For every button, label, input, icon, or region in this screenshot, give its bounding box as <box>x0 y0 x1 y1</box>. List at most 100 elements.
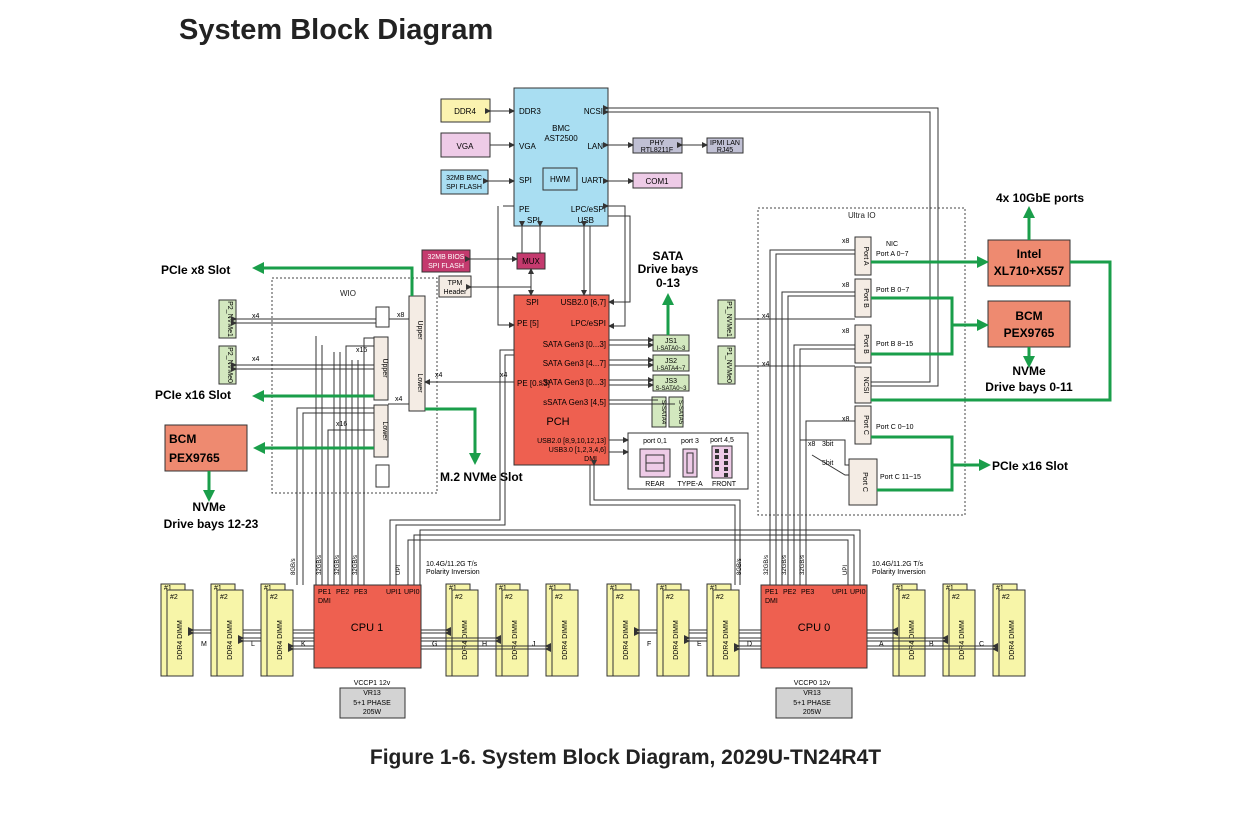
pch-sata2: SATA Gen3 [4...7] <box>543 359 606 368</box>
uio-port-b1-label: Port B <box>862 288 869 308</box>
vga-label: VGA <box>457 142 475 151</box>
wio-title: WIO <box>340 289 356 298</box>
wio-x4e: x4 <box>500 372 508 379</box>
dimm-type-label: DDR4 DIMM <box>959 620 966 660</box>
bmc-chip <box>513 87 609 227</box>
wio-riser-group <box>271 277 438 494</box>
m2-nvme-slot-label: M.2 NVMe Slot <box>440 470 523 484</box>
cpu1-vr2: VR13 <box>363 690 381 697</box>
cpu0-pe1: PE1 <box>765 589 778 596</box>
cpu0-vr4: 205W <box>803 709 822 716</box>
cpu0-bw3: 32GB/s <box>782 555 788 575</box>
pch-usb2: USB2.0 [6,7] <box>561 298 606 307</box>
dimm-type-label: DDR4 DIMM <box>673 620 680 660</box>
wio-lower-slot <box>373 404 389 458</box>
dimm-slot-1-label: #1 <box>610 585 618 592</box>
usb-port01-label: port 0,1 <box>643 438 667 445</box>
bmc-hwm-label: HWM <box>550 175 570 184</box>
uio-port-c1-range: Port C 0~10 <box>876 424 914 431</box>
bmc-flash-line1: 32MB BMC <box>446 175 482 182</box>
dimm-slot-1-label: #1 <box>946 585 954 592</box>
memory-channel-label: G <box>432 641 437 648</box>
pch-usb-a: USB2.0 [8,9,10,12,13] <box>537 438 606 445</box>
dimm-slot-2-label: #2 <box>952 594 960 601</box>
js1-sub: I-SATA0~3 <box>657 346 686 352</box>
right-nvme0-connector <box>717 345 736 385</box>
nvme-right-line2: Drive bays 0-11 <box>985 380 1073 394</box>
pch-ssata1: sSATA Gen3 [0...3] <box>539 378 606 387</box>
cpu1-vr1: VCCP1 12v <box>354 680 391 687</box>
wio-x8: x8 <box>397 312 405 319</box>
dimm-slot-2-label: #2 <box>170 594 178 601</box>
bmc-uart-port: UART <box>581 176 603 185</box>
uio-5bit: 5bit <box>822 460 833 467</box>
js1-name: JS1 <box>665 338 677 345</box>
usb-typea-label: TYPE-A <box>677 481 703 488</box>
bmc-usb-port: USB <box>578 216 594 225</box>
nvme-right-line1: NVMe <box>1012 364 1046 378</box>
pch-name: PCH <box>546 416 569 428</box>
uio-port-c1-label: Port C <box>862 415 869 435</box>
cpu0-vr2: VR13 <box>803 690 821 697</box>
dimm-type-label: DDR4 DIMM <box>623 620 630 660</box>
uio-port-b2-label: Port B <box>862 334 869 354</box>
wio-x16a: x16 <box>356 347 367 354</box>
dimm-slot-2 <box>216 589 244 677</box>
uio-3bit: 3bit <box>822 441 833 448</box>
bcm-left-block <box>164 424 248 472</box>
dimm-slot-1-label: #1 <box>996 585 1004 592</box>
bmc-hwm <box>542 167 578 191</box>
uio-nic-label: NIC <box>886 241 898 248</box>
dimm-type-label: DDR4 DIMM <box>512 620 519 660</box>
cpu1-pe2: PE2 <box>336 589 349 596</box>
bmc-flash-line2: SPI FLASH <box>446 184 482 191</box>
dimm-slot-1-label: #1 <box>264 585 272 592</box>
ipmi-line1: IPMI LAN <box>710 140 740 147</box>
ultraio-group <box>757 207 966 516</box>
dimm-slot-2-label: #2 <box>455 594 463 601</box>
bios-line1: 32MB BIOS <box>428 254 465 261</box>
intel-line2: XL710+X557 <box>994 264 1065 278</box>
usb-rear-label: REAR <box>645 481 664 488</box>
pch-spi: SPI <box>526 298 539 307</box>
cpu0-pe2: PE2 <box>783 589 796 596</box>
uio-port-c2-label: Port C <box>861 472 868 492</box>
bus-lines <box>231 105 939 585</box>
memory-channel-label: D <box>747 641 752 648</box>
nvme-left-line1: NVMe <box>192 500 226 514</box>
uio-port-b1: Port B <box>854 278 872 318</box>
memory-channel-label: J <box>532 641 536 648</box>
cpu0-polarity: Polarity Inversion <box>872 569 926 576</box>
uio-port-b1-range: Port B 0~7 <box>876 287 909 294</box>
uio-port-c2: Port C <box>848 458 878 506</box>
bcm-right-line2: PEX9765 <box>1004 326 1055 340</box>
cpu0-dmi: DMI <box>765 598 778 605</box>
dimm-slot-2 <box>998 589 1026 677</box>
cpu1-upi1: UPI1 <box>386 589 402 596</box>
dimm-slot-2 <box>712 589 740 677</box>
cpu0-upi: UPI <box>843 565 849 575</box>
usb-port3-label: port 3 <box>681 438 699 445</box>
dimm-slot-2-label: #2 <box>716 594 724 601</box>
dimm-slot-1-label: #1 <box>710 585 718 592</box>
ddr4-label: DDR4 <box>454 107 476 116</box>
dimm-slot-2-label: #2 <box>505 594 513 601</box>
pch-dmi: DMI <box>584 456 597 463</box>
dimm-slot-2 <box>898 589 926 677</box>
uio-ncsi-label: NCSI <box>862 377 869 394</box>
dimm-slot-2-label: #2 <box>1002 594 1010 601</box>
cpu0-pe3: PE3 <box>801 589 814 596</box>
wio-x4d: x4 <box>435 372 443 379</box>
dimm-slot-2 <box>501 589 529 677</box>
wio-lower-label: Lower <box>416 373 423 393</box>
uio-port-a-label: Port A <box>862 246 869 265</box>
cpu1-vr4: 205W <box>363 709 382 716</box>
uio-x8b: x8 <box>842 282 850 289</box>
bcm-left-line2: PEX9765 <box>169 451 220 465</box>
dimm-type-label: DDR4 DIMM <box>462 620 469 660</box>
pch-lpc: LPC/eSPI <box>571 319 606 328</box>
cpu1-pe3: PE3 <box>354 589 367 596</box>
